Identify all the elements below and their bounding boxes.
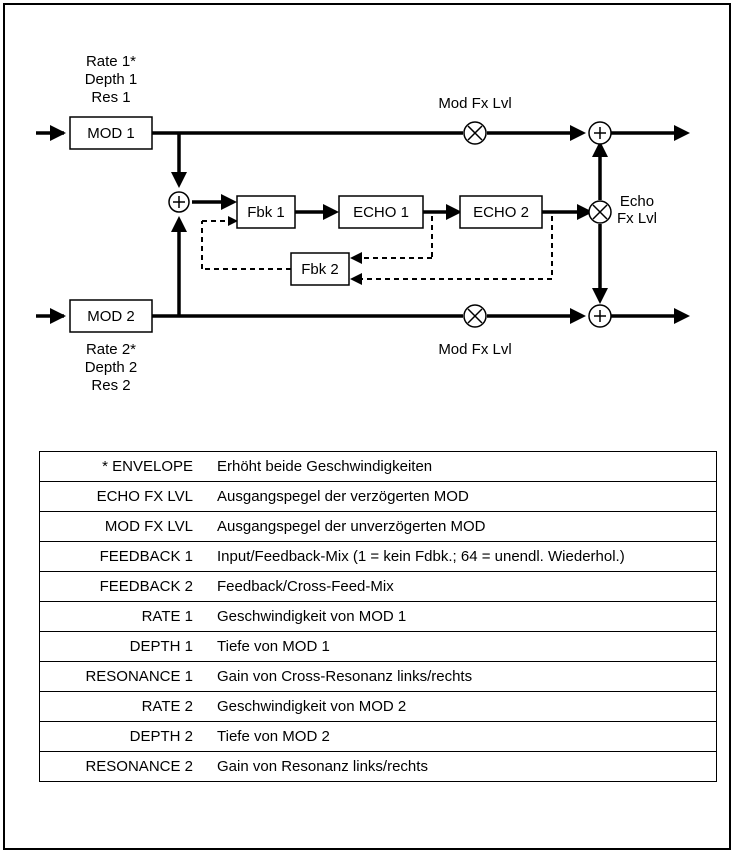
mod2-block: MOD 2 <box>69 299 153 333</box>
parameter-name: * ENVELOPE <box>39 451 205 482</box>
sum-node-top-output <box>588 121 612 145</box>
parameter-name: DEPTH 1 <box>39 631 205 662</box>
mod1-param-rate: Rate 1* <box>86 53 136 70</box>
parameter-description: Gain von Cross-Resonanz links/rechts <box>205 661 717 692</box>
echo2-label: ECHO 2 <box>473 204 529 221</box>
multiply-node-mod-bottom <box>463 304 487 328</box>
mod2-param-depth: Depth 2 <box>85 359 138 376</box>
mod1-label: MOD 1 <box>87 125 135 142</box>
multiply-node-mod-top <box>463 121 487 145</box>
mod-fx-lvl-top-label: Mod Fx Lvl <box>438 95 511 112</box>
signal-flow-diagram: MOD 1 MOD 2 Fbk 1 ECHO 1 ECHO 2 Fbk 2 <box>36 53 690 394</box>
parameter-name: MOD FX LVL <box>39 511 205 542</box>
parameter-description: Feedback/Cross-Feed-Mix <box>205 571 717 602</box>
sum-node-input <box>168 191 190 213</box>
parameter-description: Gain von Resonanz links/rechts <box>205 751 717 782</box>
parameter-name: DEPTH 2 <box>39 721 205 752</box>
echo-fx-lvl-label-line2: Fx Lvl <box>617 210 657 227</box>
dashed-arrowheads <box>228 216 362 285</box>
parameter-description: Tiefe von MOD 2 <box>205 721 717 752</box>
mod2-label: MOD 2 <box>87 308 135 325</box>
sum-node-bottom-output <box>588 304 612 328</box>
mod2-param-rate: Rate 2* <box>86 341 136 358</box>
dashed-feedback-lines <box>201 216 553 280</box>
page-frame <box>3 3 731 850</box>
fbk2-label: Fbk 2 <box>301 261 339 278</box>
parameter-name: RATE 2 <box>39 691 205 722</box>
parameter-description: Ausgangspegel der verzögerten MOD <box>205 481 717 512</box>
fbk2-block: Fbk 2 <box>290 252 350 286</box>
echo-fx-lvl-label-line1: Echo <box>620 193 654 210</box>
parameter-description: Geschwindigkeit von MOD 1 <box>205 601 717 632</box>
fbk1-block: Fbk 1 <box>236 195 296 229</box>
parameter-name: FEEDBACK 2 <box>39 571 205 602</box>
mod1-block: MOD 1 <box>69 116 153 150</box>
arrowheads <box>50 125 690 324</box>
multiply-node-echo <box>588 200 612 224</box>
parameter-description: Geschwindigkeit von MOD 2 <box>205 691 717 722</box>
parameter-description: Input/Feedback-Mix (1 = kein Fdbk.; 64 =… <box>205 541 717 572</box>
parameter-description: Erhöht beide Geschwindigkeiten <box>205 451 717 482</box>
parameter-name: RESONANCE 2 <box>39 751 205 782</box>
mod1-param-res: Res 1 <box>91 89 130 106</box>
parameter-name: ECHO FX LVL <box>39 481 205 512</box>
parameter-name: FEEDBACK 1 <box>39 541 205 572</box>
fbk1-label: Fbk 1 <box>247 204 285 221</box>
parameter-description: Ausgangspegel der unverzögerten MOD <box>205 511 717 542</box>
mod2-param-res: Res 2 <box>91 377 130 394</box>
mod1-param-depth: Depth 1 <box>85 71 138 88</box>
parameter-name: RESONANCE 1 <box>39 661 205 692</box>
mod-fx-lvl-bottom-label: Mod Fx Lvl <box>438 341 511 358</box>
echo1-label: ECHO 1 <box>353 204 409 221</box>
echo2-block: ECHO 2 <box>459 195 543 229</box>
parameter-name: RATE 1 <box>39 601 205 632</box>
echo1-block: ECHO 1 <box>338 195 424 229</box>
parameter-description: Tiefe von MOD 1 <box>205 631 717 662</box>
